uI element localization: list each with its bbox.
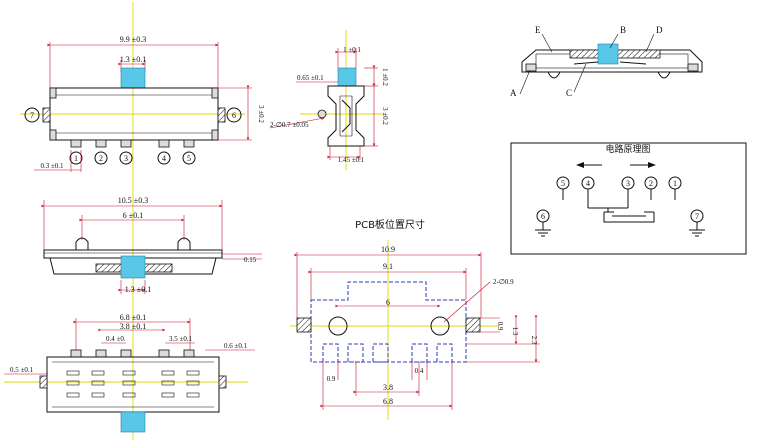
- side-body-height: 3 ±0.2: [381, 107, 389, 125]
- circuit-pin: 1: [673, 179, 677, 188]
- top-thickness: 0.15: [244, 256, 257, 264]
- section-label-e: E: [535, 25, 541, 35]
- pcb-layout: PCB板位置尺寸 10.9 9.1 6 2-∅0.9 0.9: [290, 218, 540, 420]
- top-post-pitch: 6 ±0.1: [123, 211, 143, 220]
- circuit-pin: 2: [649, 179, 653, 188]
- pcb-pad-a: 0.9: [496, 322, 504, 331]
- bottom-tab-width: 0.6 ±0.1: [224, 342, 248, 350]
- front-knob-width: 1.3 ±0.1: [120, 55, 146, 64]
- pcb-post-pitch: 6: [386, 298, 390, 307]
- side-hole: 2-∅0.7 ±0.05: [270, 121, 309, 129]
- circuit-diagram: 电路原理图 5 4 3 2 1 6: [510, 142, 747, 255]
- pcb-pad-width: 0.9: [327, 375, 336, 383]
- circuit-pin: 4: [586, 179, 590, 188]
- pcb-pitch: 3.8: [383, 383, 393, 392]
- pin-label: 3: [124, 154, 128, 163]
- pcb-hole: 2-∅0.9: [493, 278, 514, 286]
- side-label-left: 7: [30, 111, 34, 120]
- bottom-inner-pitch: 3.8 ±0.1: [120, 322, 146, 331]
- circuit-pin: 3: [626, 179, 630, 188]
- bottom-outer-pitch: 6.8 ±0.1: [120, 313, 146, 322]
- pcb-pad-b: 1.3: [511, 327, 519, 336]
- front-height: 3 ±0.2: [257, 105, 265, 123]
- pin-label: 1: [74, 154, 78, 163]
- pcb-overall: 10.9: [381, 245, 395, 254]
- side-bottom-width: 1.45 ±0.1: [338, 156, 365, 164]
- bottom-view: 6.8 ±0.1 3.8 ±0.1 0.4 ±0. 3.5 ±0.1: [4, 313, 255, 433]
- side-knob-height: 1 ±0.2: [381, 68, 389, 86]
- circuit-ground-label: 6: [541, 212, 545, 221]
- pin-label: 2: [99, 154, 103, 163]
- circuit-title: 电路原理图: [605, 143, 650, 155]
- circuit-ground-label: 7: [695, 212, 699, 221]
- bottom-pin-pitch-left: 0.4 ±0.: [106, 335, 126, 343]
- bottom-pin-pitch-right: 3.5 ±0.1: [169, 335, 193, 343]
- side-stroke-gap: 0.65 ±0.1: [297, 74, 324, 82]
- pcb-pad-c: 2.3: [530, 336, 538, 345]
- cross-section: E B D A C: [510, 25, 703, 98]
- top-knob-width: 1.3 ±0.1: [125, 285, 151, 294]
- front-overall-width: 9.9 ±0.3: [120, 35, 146, 44]
- front-view: 9.9 ±0.3 1.3 ±0.1 1 2 3: [20, 2, 265, 440]
- pin-label: 5: [187, 154, 191, 163]
- section-label-a: A: [510, 88, 517, 98]
- bottom-side-width: 0.5 ±0.1: [10, 366, 34, 374]
- section-label-d: D: [656, 25, 663, 35]
- side-label-right: 6: [232, 111, 236, 120]
- circuit-pin: 5: [561, 179, 565, 188]
- slider-knob: [120, 67, 146, 89]
- section-label-b: B: [620, 25, 626, 35]
- front-pin-labels: 1 2 3 4 5: [69, 151, 196, 165]
- side-view: 1 ±0.1 1 ±0.2 3 ±0.2 0.65 ±0.1 2-∅0.7 ±0…: [269, 30, 389, 170]
- pcb-outer-pitch: 6.8: [383, 397, 393, 406]
- pin-label: 4: [162, 154, 166, 163]
- top-overall-width: 10.5 ±0.3: [118, 196, 148, 205]
- pcb-inner: 9.1: [383, 262, 393, 271]
- front-pin-width: 0.3 ±0.1: [40, 162, 64, 170]
- section-label-c: C: [566, 88, 572, 98]
- side-top-width: 1 ±0.1: [343, 46, 361, 54]
- top-view: 10.5 ±0.3 6 ±0.1 0.15 1.3 ±0.1: [41, 196, 262, 294]
- pcb-title: PCB板位置尺寸: [355, 218, 425, 231]
